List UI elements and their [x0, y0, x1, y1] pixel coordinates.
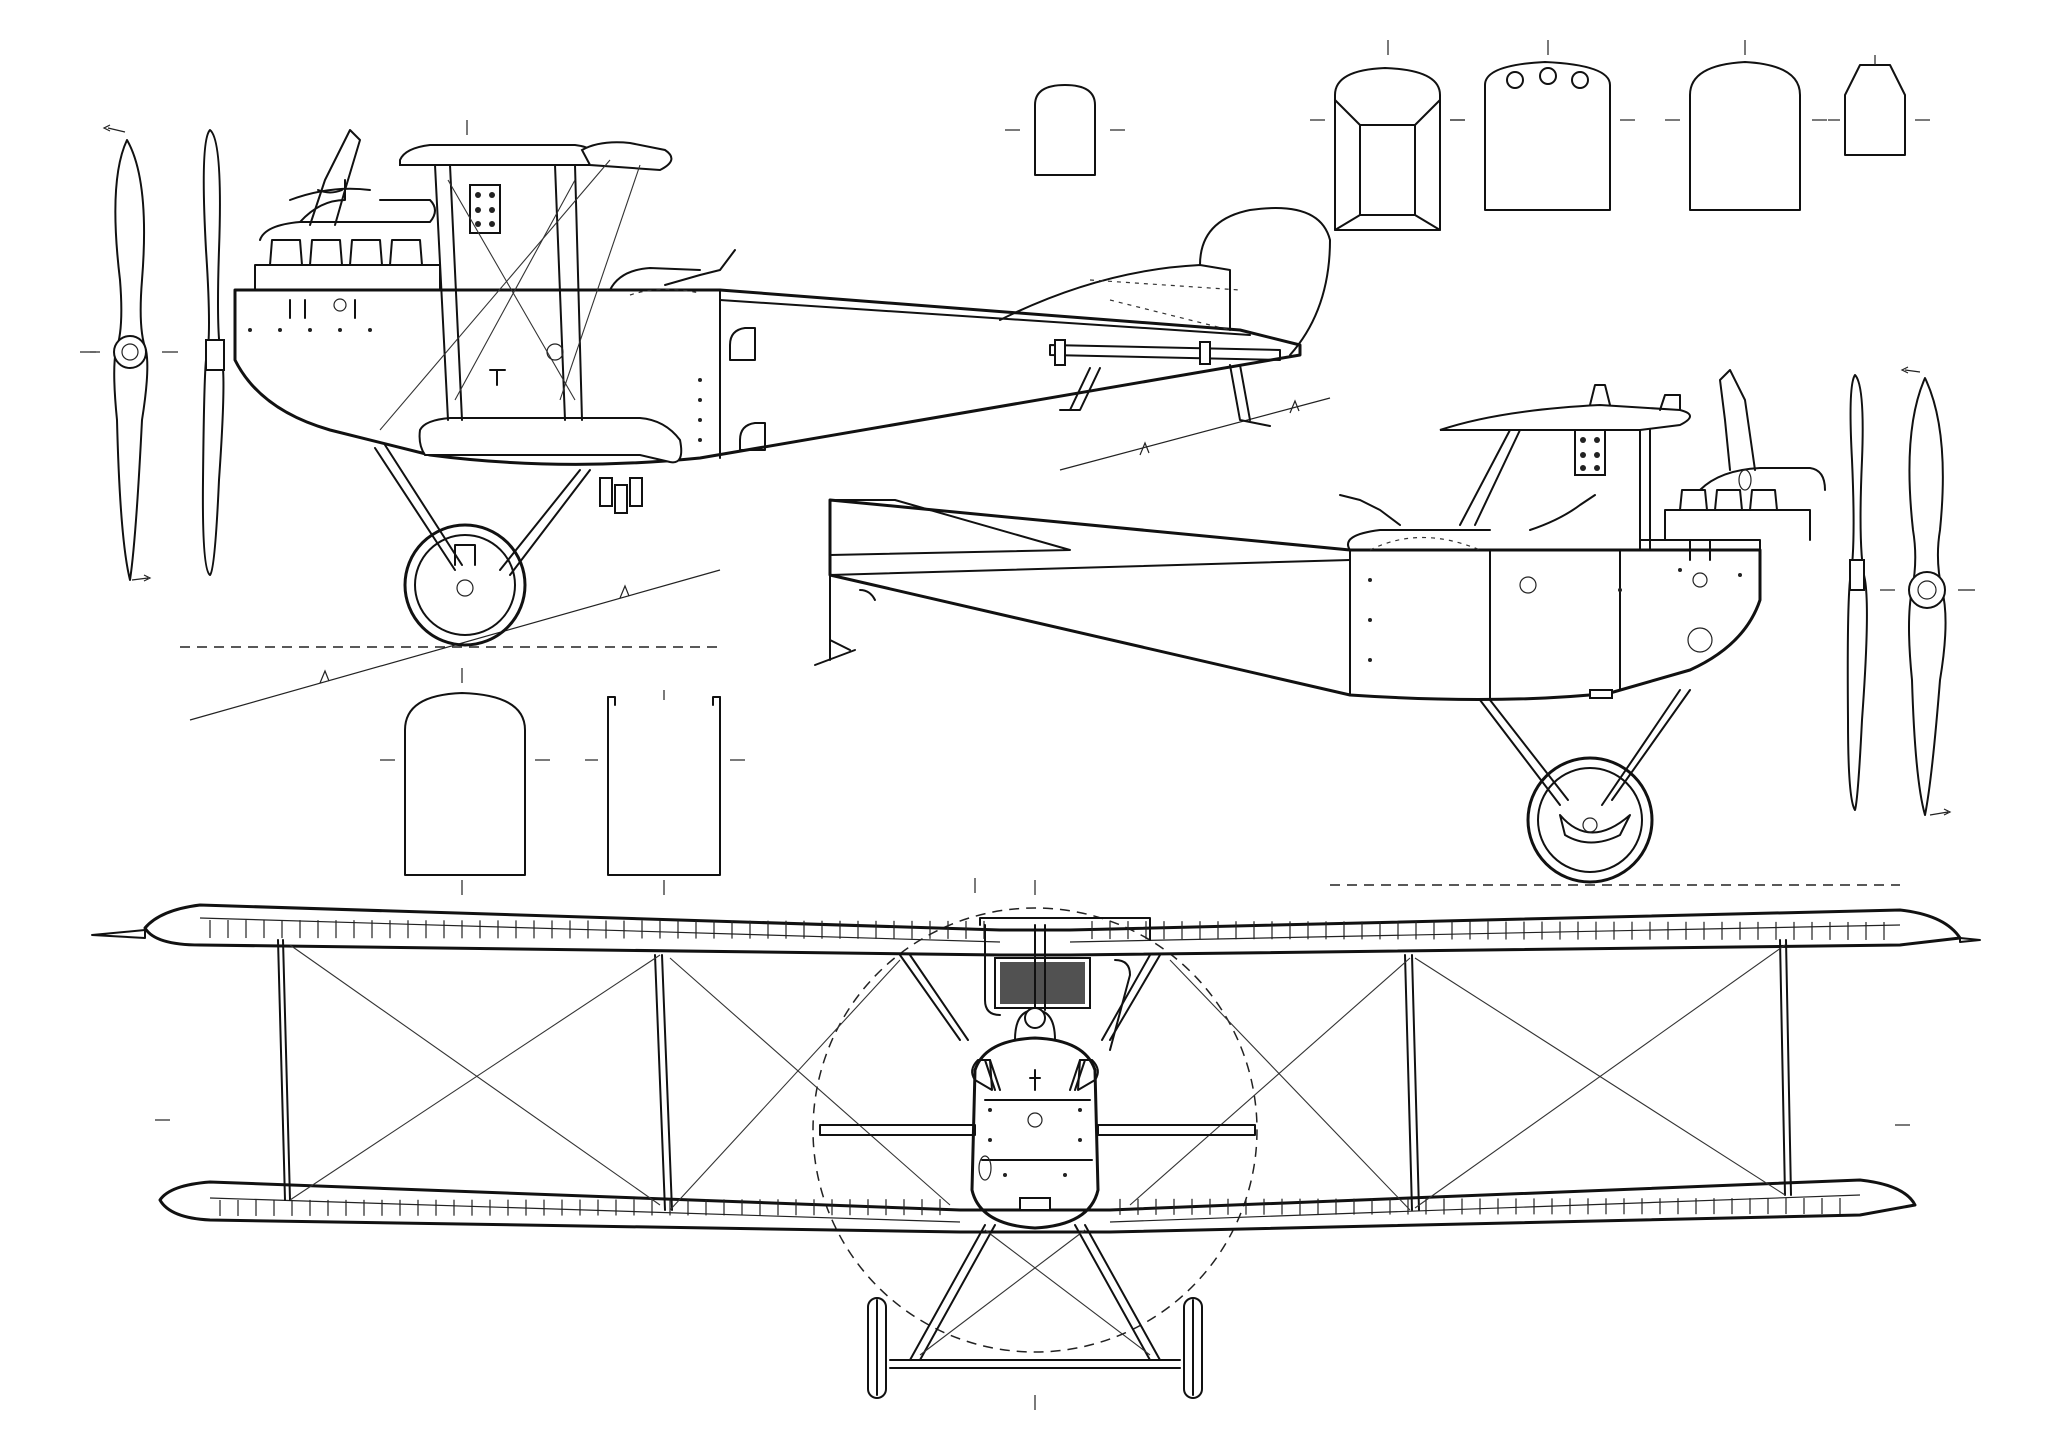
engine-side	[255, 130, 440, 318]
landing-gear-side-right	[1480, 690, 1690, 882]
fuselage-front	[820, 918, 1255, 1228]
cross-sections	[380, 40, 1930, 895]
engine-side-right	[1665, 370, 1825, 652]
propeller-side	[203, 130, 224, 575]
right-profile-view	[815, 367, 1975, 885]
struts-side	[380, 160, 640, 430]
radiator-grille	[1000, 962, 1085, 1004]
front-view	[92, 878, 1980, 1410]
lower-wing-ribs	[220, 1198, 1840, 1216]
landing-gear-front	[868, 1225, 1202, 1398]
propeller-face	[80, 125, 178, 581]
interplane-struts-front	[278, 940, 1791, 1210]
left-profile-view	[80, 120, 1330, 720]
upper-wing-ribs	[210, 920, 1884, 940]
landing-gear-side	[375, 445, 642, 645]
fuselage-rivets	[248, 328, 702, 447]
